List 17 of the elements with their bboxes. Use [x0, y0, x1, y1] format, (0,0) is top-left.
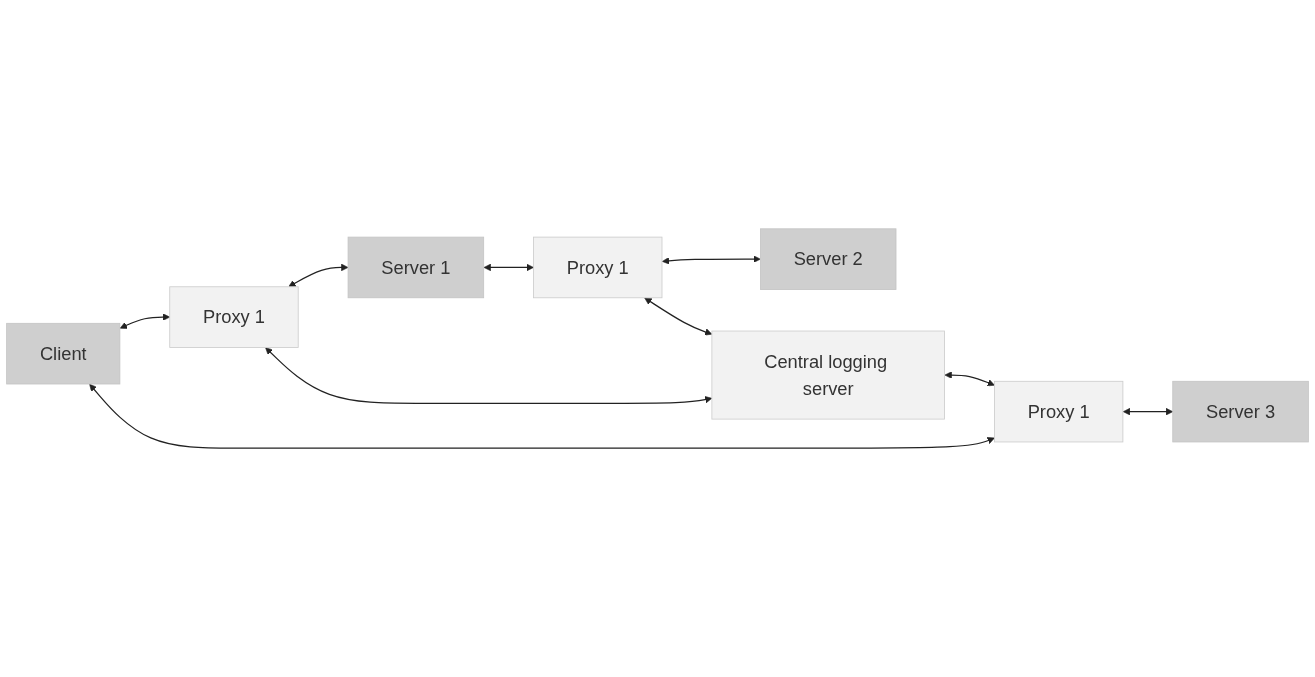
node-box: Server 3: [1172, 380, 1309, 443]
arrow: [265, 347, 713, 404]
arrow: [662, 255, 761, 265]
arrow: [288, 263, 349, 287]
node-box: Server 1: [347, 236, 485, 299]
node-box: Central logging server: [711, 330, 945, 420]
node-box: Proxy 1: [533, 236, 663, 299]
arrow: [1122, 408, 1174, 416]
node-box: Server 2: [760, 228, 897, 290]
arrow: [483, 263, 534, 272]
node-box: Client: [6, 322, 121, 385]
arrow: [119, 313, 171, 329]
arrow: [89, 383, 995, 449]
arrow: [644, 297, 713, 336]
arrow: [944, 371, 995, 387]
node-box: Proxy 1: [169, 286, 299, 348]
node-box: Proxy 1: [994, 380, 1124, 443]
